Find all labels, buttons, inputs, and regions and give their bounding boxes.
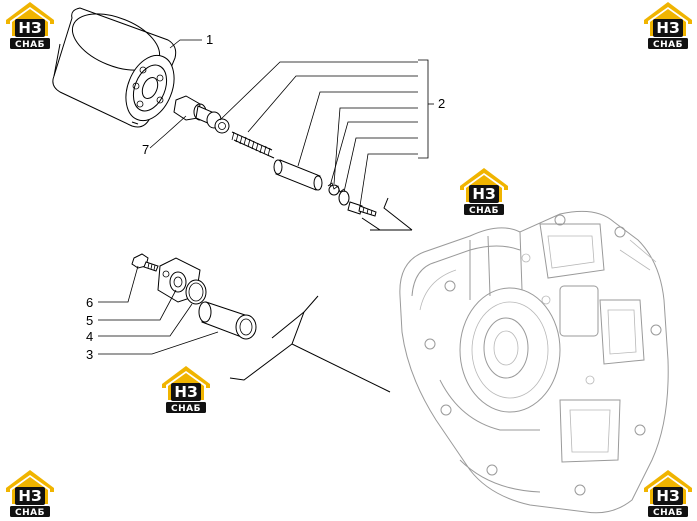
callout-6: 6: [86, 295, 93, 310]
callout-7: 7: [142, 142, 149, 157]
transmission-housing: [399, 210, 669, 514]
svg-text:НЗ: НЗ: [656, 487, 679, 505]
watermark-logo-center-left: НЗ СНАБ: [162, 366, 210, 414]
callout-4: 4: [86, 329, 93, 344]
svg-text:НЗ: НЗ: [18, 19, 41, 37]
watermark-logo-top-right: НЗ СНАБ: [644, 2, 692, 50]
svg-text:СНАБ: СНАБ: [15, 508, 45, 518]
svg-text:НЗ: НЗ: [174, 383, 197, 401]
watermark-logo-top-left: НЗ СНАБ: [6, 2, 54, 50]
leader-lines: [98, 39, 434, 355]
svg-text:СНАБ: СНАБ: [469, 206, 499, 216]
svg-text:СНАБ: СНАБ: [653, 508, 683, 518]
callout-3: 3: [86, 347, 93, 362]
part-2-valve-group: [214, 118, 377, 217]
svg-text:НЗ: НЗ: [472, 185, 495, 203]
callout-5: 5: [86, 313, 93, 328]
svg-text:НЗ: НЗ: [656, 19, 679, 37]
watermark-logo-center-right: НЗ СНАБ: [460, 168, 508, 216]
callout-1: 1: [206, 32, 213, 47]
watermark-logo-bottom-left: НЗ СНАБ: [6, 470, 54, 518]
part-3-bushing: [198, 301, 257, 340]
part-7-fitting: [173, 95, 222, 129]
part-4-o-ring: [185, 279, 207, 305]
svg-text:НЗ: НЗ: [18, 487, 41, 505]
direction-lines: [229, 197, 413, 393]
oil-filter: [52, 7, 177, 128]
watermark-logo-bottom-right: НЗ СНАБ: [644, 470, 692, 518]
svg-text:СНАБ: СНАБ: [653, 40, 683, 50]
part-6-bolt: [131, 253, 159, 272]
spring: [231, 131, 275, 159]
callout-2: 2: [438, 96, 445, 111]
svg-text:СНАБ: СНАБ: [15, 40, 45, 50]
svg-text:СНАБ: СНАБ: [171, 404, 201, 414]
